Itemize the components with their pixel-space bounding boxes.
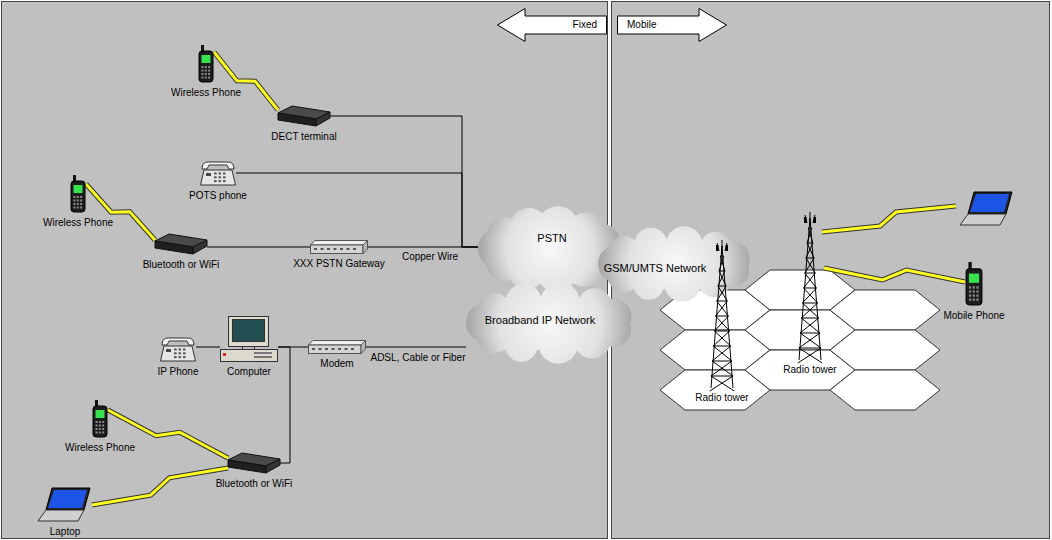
wire (366, 347, 466, 348)
network-name: GSM/UMTS Network (604, 262, 707, 275)
computer-icon (220, 316, 278, 362)
network-name: PSTN (537, 232, 566, 245)
wireless-phone-node: Wireless Phone (70, 175, 86, 213)
link-label: ADSL, Cable or Fiber (370, 352, 465, 364)
device-label: Wireless Phone (65, 442, 135, 454)
wireless-link (214, 52, 278, 110)
desk-phone-node: IP Phone (160, 336, 196, 362)
network-cloud: Broadband IP Network (466, 282, 634, 364)
device-label: Radio tower (783, 364, 836, 376)
device-label: Radio tower (695, 392, 748, 404)
laptop-icon (960, 192, 1012, 225)
device-label: Bluetooth or WiFi (216, 478, 293, 490)
wireless-link (86, 184, 155, 240)
wireless-phone-node: Wireless Phone (198, 45, 214, 83)
direction-arrow: Fixed (497, 8, 607, 42)
radio-link (822, 206, 956, 232)
device-label: Modem (320, 358, 353, 370)
pots-icon (200, 160, 236, 186)
device-label: Bluetooth or WiFi (143, 259, 220, 271)
radio-tower-node: Radio tower (796, 212, 824, 360)
radio-tower-node: Radio tower (708, 240, 736, 388)
phone-icon (198, 45, 214, 83)
tower-icon (796, 212, 824, 360)
terminal-node: DECT terminal (278, 105, 330, 127)
gateway-node: XXX PSTN Gateway (310, 240, 368, 254)
wire (207, 247, 310, 248)
wire (236, 173, 478, 247)
device-label: Wireless Phone (43, 217, 113, 229)
device-label: Mobile Phone (943, 310, 1004, 322)
pots-icon (160, 336, 196, 362)
network-cloud: GSM/UMTS Network (598, 226, 752, 302)
link-label: Copper Wire (402, 251, 458, 263)
direction-label: Fixed (573, 19, 597, 31)
dect-icon (278, 105, 330, 127)
phone-icon (965, 262, 983, 306)
wireless-phone-node: Wireless Phone (92, 400, 108, 438)
box-icon (310, 240, 368, 254)
device-label: IP Phone (158, 366, 199, 378)
wireless-link (824, 268, 965, 282)
laptop-icon (38, 488, 92, 522)
computer-node: Computer (220, 316, 278, 362)
box-icon (308, 340, 366, 354)
wireless-phone-node: Mobile Phone (965, 262, 983, 306)
device-label: POTS phone (189, 190, 247, 202)
wire (278, 347, 290, 463)
device-label: Computer (227, 366, 271, 378)
device-label: Laptop (50, 526, 81, 538)
network-cloud: PSTN (478, 206, 622, 292)
tower-icon (708, 240, 736, 388)
phone-icon (70, 175, 86, 213)
gateway-node: Modem (308, 340, 366, 354)
fixed-panel (2, 2, 608, 539)
dect-icon (155, 233, 207, 255)
wire (368, 247, 478, 248)
desk-phone-node: POTS phone (200, 160, 236, 186)
direction-label: Mobile (627, 19, 656, 31)
wireless-link (92, 468, 228, 505)
wire (196, 347, 220, 348)
network-name: Broadband IP Network (485, 314, 595, 327)
direction-arrow: Mobile (617, 8, 727, 42)
phone-icon (92, 400, 108, 438)
wire (330, 116, 478, 247)
terminal-node: Bluetooth or WiFi (228, 452, 280, 474)
laptop-node: Laptop (38, 488, 92, 522)
device-label: XXX PSTN Gateway (293, 258, 385, 270)
cloud-icon (478, 206, 622, 292)
terminal-node: Bluetooth or WiFi (155, 233, 207, 255)
dect-icon (228, 452, 280, 474)
device-label: DECT terminal (271, 131, 336, 143)
device-label: Wireless Phone (171, 87, 241, 99)
